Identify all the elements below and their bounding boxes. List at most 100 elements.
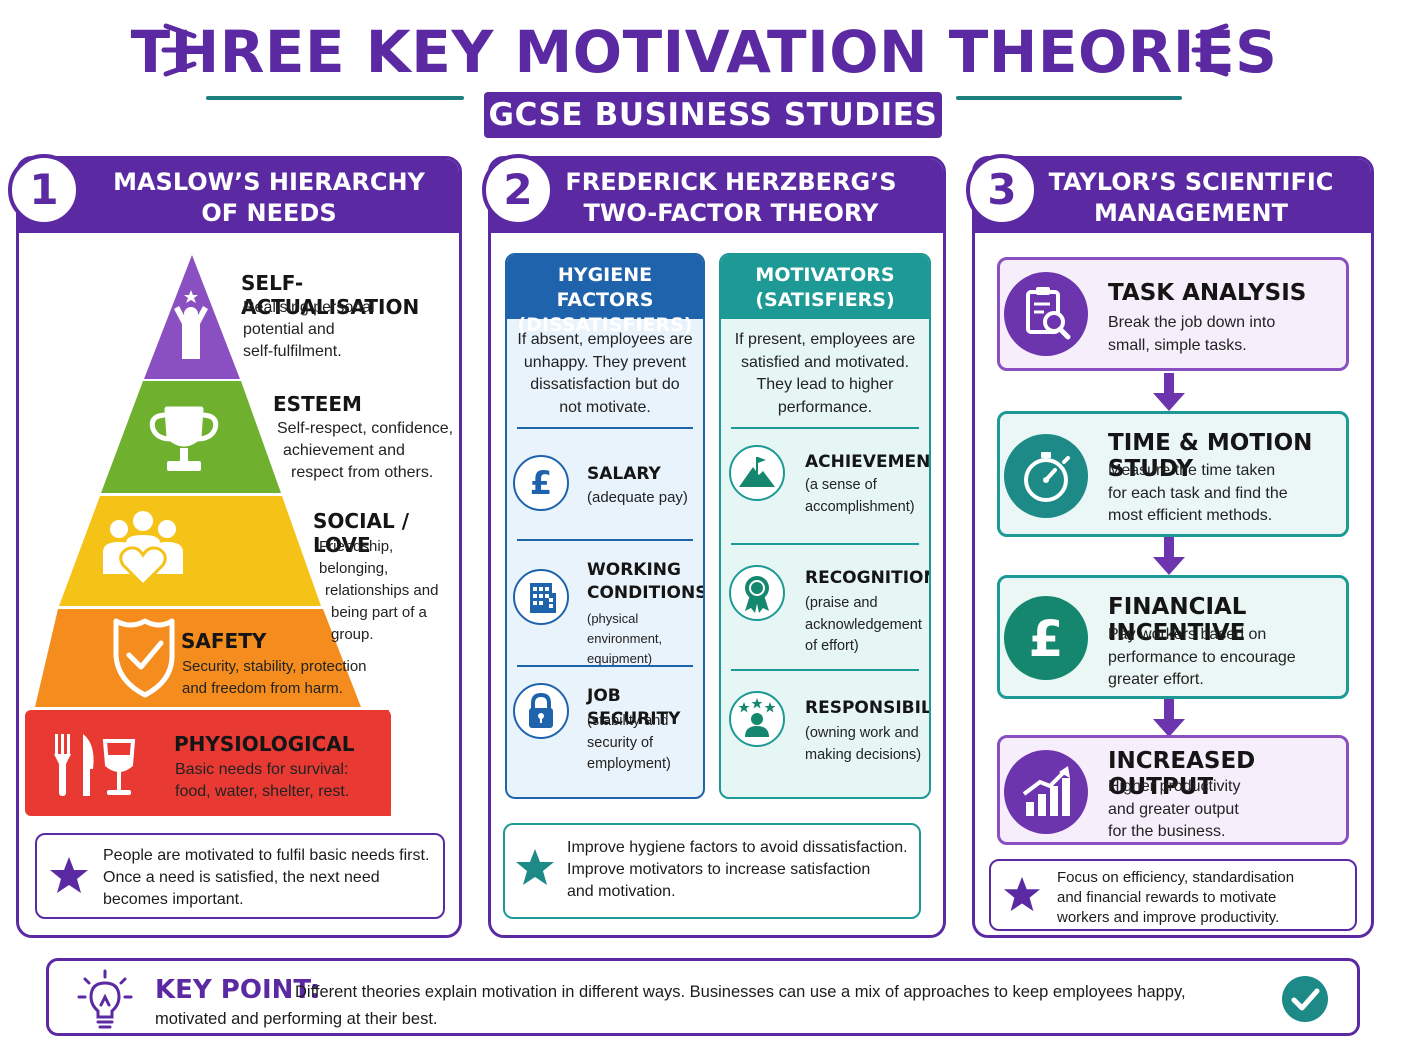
level-name-esteem: ESTEEM bbox=[273, 392, 362, 416]
title-underline-left bbox=[206, 96, 464, 100]
level-name-physiological: PHYSIOLOGICAL bbox=[174, 732, 355, 756]
clipboard-search-icon bbox=[1026, 287, 1071, 340]
taylor-title: TAYLOR’S SCIENTIFIC MANAGEMENT bbox=[1048, 168, 1334, 227]
taylor-step-increased-output: INCREASED OUTPUT Higher productivity and… bbox=[997, 735, 1349, 845]
subtitle-banner: GCSE BUSINESS STUDIES bbox=[484, 92, 942, 138]
divider bbox=[517, 539, 693, 541]
svg-text:£: £ bbox=[530, 464, 552, 502]
taylor-step-task-analysis: TASK ANALYSIS Break the job down into sm… bbox=[997, 257, 1349, 371]
motivator-icon-circle-2 bbox=[729, 565, 785, 621]
hygiene-item-desc-working-conditions: (physical environment, equipment) bbox=[587, 611, 663, 666]
award-ribbon-icon bbox=[745, 576, 769, 613]
motivator-item-desc-achievement: (a sense of accomplishment) bbox=[805, 477, 915, 515]
title-deco-left bbox=[161, 23, 201, 77]
title-underline-right bbox=[956, 96, 1182, 100]
motivator-item-name-responsibility: RESPONSIBILITY bbox=[805, 698, 931, 718]
taylor-step-desc-4: Higher productivity and greater output f… bbox=[1108, 778, 1241, 840]
key-point-text-line1: Different theories explain motivation in… bbox=[295, 983, 1186, 1001]
taylor-step-desc-2: Measure the time taken for each task and… bbox=[1108, 462, 1288, 524]
herzberg-note-box: Improve hygiene factors to avoid dissati… bbox=[503, 823, 921, 919]
check-circle-icon bbox=[1282, 976, 1328, 1022]
page-title: THREE KEY MOTIVATION THEORIES bbox=[130, 18, 1278, 86]
divider bbox=[517, 665, 693, 667]
maslow-note-text: People are motivated to fulfil basic nee… bbox=[103, 847, 430, 908]
taylor-note-text: Focus on efficiency, standardisation and… bbox=[1057, 869, 1295, 926]
hygiene-item-name-job-security: JOB SECURITY bbox=[587, 686, 681, 729]
taylor-icon-circle-1 bbox=[1004, 272, 1088, 356]
motivator-item-desc-responsibility: (owning work and making decisions) bbox=[805, 725, 922, 763]
panel-number-3: 3 bbox=[966, 154, 1038, 226]
stopwatch-icon bbox=[1024, 452, 1070, 502]
motivators-column: MOTIVATORS (SATISFIERS) If present, empl… bbox=[719, 253, 931, 799]
arrow-down-icon bbox=[1153, 537, 1185, 575]
motivators-header: MOTIVATORS (SATISFIERS) bbox=[721, 255, 929, 319]
key-point-box: KEY POINT: Different theories explain mo… bbox=[46, 958, 1360, 1036]
maslow-header: MASLOW’S HIERARCHY OF NEEDS bbox=[19, 159, 459, 233]
shield-check-icon bbox=[113, 618, 175, 698]
arrow-down-icon bbox=[1153, 699, 1185, 737]
level-name-safety: SAFETY bbox=[181, 629, 267, 653]
pound-icon: £ bbox=[1029, 610, 1064, 668]
taylor-icon-circle-4 bbox=[1004, 750, 1088, 834]
level-desc-self-actualisation: Realising personal potential and self-fu… bbox=[243, 299, 375, 360]
hygiene-icon-circle-2 bbox=[513, 569, 569, 625]
divider bbox=[731, 669, 919, 671]
key-point-label: KEY POINT: bbox=[155, 975, 321, 1005]
taylor-step-financial-incentive: £ FINANCIAL INCENTIVE Pay workers based … bbox=[997, 575, 1349, 699]
key-point-text-line2: motivated and performing at their best. bbox=[155, 1010, 438, 1028]
bar-chart-up-icon bbox=[1022, 766, 1070, 816]
taylor-step-time-motion: TIME & MOTION STUDY Measure the time tak… bbox=[997, 411, 1349, 537]
hygiene-column: HYGIENE FACTORS (DISSATISFIERS) If absen… bbox=[505, 253, 705, 799]
taylor-step-name-1: TASK ANALYSIS bbox=[1108, 280, 1307, 306]
level-desc-safety: Security, stability, protection and free… bbox=[182, 658, 367, 697]
taylor-step-name-2: TIME & MOTION STUDY bbox=[1108, 430, 1313, 482]
panel-number-1: 1 bbox=[8, 154, 80, 226]
taylor-step-name-4: INCREASED OUTPUT bbox=[1108, 748, 1256, 800]
divider bbox=[731, 543, 919, 545]
motivators-intro: If present, employees are satisfied and … bbox=[734, 331, 916, 416]
mountain-flag-icon bbox=[739, 457, 775, 487]
padlock-icon bbox=[529, 692, 553, 728]
maslow-panel: MASLOW’S HIERARCHY OF NEEDS bbox=[16, 156, 462, 938]
pyramid-level-physiological bbox=[25, 710, 391, 816]
hygiene-icon-circle-1: £ bbox=[513, 455, 569, 511]
taylor-panel: TAYLOR’S SCIENTIFIC MANAGEMENT TASK ANAL… bbox=[972, 156, 1374, 938]
level-desc-physiological: Basic needs for survival: food, water, s… bbox=[175, 761, 350, 800]
hygiene-item-desc-job-security: (stability and security of employment) bbox=[587, 713, 671, 772]
divider bbox=[731, 427, 919, 429]
taylor-icon-circle-3: £ bbox=[1004, 596, 1088, 680]
lightbulb-icon bbox=[77, 969, 133, 1029]
title-deco-right bbox=[1191, 23, 1231, 77]
hygiene-intro: If absent, employees are unhappy. They p… bbox=[517, 331, 693, 416]
building-icon bbox=[530, 583, 556, 613]
star-icon bbox=[516, 849, 554, 885]
level-desc-social: Friendship, belonging, relationships and… bbox=[319, 538, 439, 643]
svg-text:£: £ bbox=[1029, 610, 1064, 668]
hygiene-item-name-salary: SALARY bbox=[587, 464, 661, 484]
hygiene-icon-circle-3 bbox=[513, 683, 569, 739]
taylor-header: TAYLOR’S SCIENTIFIC MANAGEMENT bbox=[975, 159, 1371, 233]
taylor-step-desc-3: Pay workers based on performance to enco… bbox=[1108, 626, 1296, 688]
hygiene-item-name-working-conditions: WORKING CONDITIONS bbox=[587, 560, 705, 603]
arrow-down-icon bbox=[1153, 373, 1185, 411]
taylor-note-box: Focus on efficiency, standardisation and… bbox=[989, 859, 1357, 931]
maslow-pyramid bbox=[25, 255, 391, 816]
herzberg-header: FREDERICK HERZBERG’S TWO-FACTOR THEORY bbox=[491, 159, 943, 233]
herzberg-title: FREDERICK HERZBERG’S TWO-FACTOR THEORY bbox=[565, 168, 897, 227]
divider bbox=[517, 427, 693, 429]
pyramid-level-physiological-tip bbox=[359, 710, 391, 816]
panel-number-2: 2 bbox=[482, 154, 554, 226]
fork-knife-glass-icon bbox=[54, 734, 136, 796]
group-heart-icon bbox=[103, 511, 183, 588]
trophy-icon bbox=[149, 406, 219, 471]
level-name-social: SOCIAL / LOVE bbox=[313, 509, 410, 557]
motivator-item-desc-recognition: (praise and acknowledgement of effort) bbox=[805, 595, 922, 654]
star-icon bbox=[1003, 876, 1041, 912]
level-name-self-actualisation: SELF-ACTUALISATION bbox=[241, 271, 420, 319]
motivator-icon-circle-3 bbox=[729, 691, 785, 747]
motivator-icon-circle-1 bbox=[729, 445, 785, 501]
motivator-item-name-recognition: RECOGNITION bbox=[805, 568, 931, 588]
star-icon bbox=[50, 857, 88, 893]
level-desc-esteem: Self-respect, confidence, achievement an… bbox=[277, 420, 454, 481]
hygiene-item-desc-salary: (adequate pay) bbox=[587, 489, 688, 506]
